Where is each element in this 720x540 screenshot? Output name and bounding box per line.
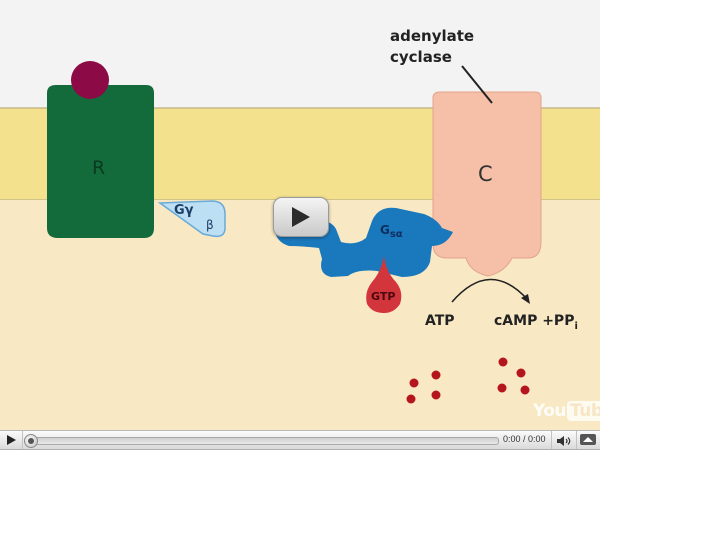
- time-display: 0:00 / 0:00: [503, 434, 546, 444]
- menu-icon: [583, 436, 593, 443]
- play-button[interactable]: [0, 431, 23, 449]
- cyclase-label: C: [478, 162, 493, 186]
- video-frame[interactable]: R Gγ β Gsα GTP C adenylate cyclase ATP c…: [0, 0, 600, 430]
- g-s-alpha-subscript: sα: [390, 229, 403, 240]
- play-overlay-icon: [292, 207, 310, 227]
- camp-subscript: i: [574, 321, 577, 332]
- seek-handle[interactable]: [24, 434, 38, 448]
- cyclase-callout-line1: adenylate: [390, 27, 474, 45]
- atp-label: ATP: [425, 313, 455, 329]
- g-beta-gamma-label: Gγ: [174, 203, 194, 218]
- camp-label: cAMP +PPi: [494, 313, 578, 329]
- volume-icon: [556, 435, 574, 447]
- player-controls: 0:00 / 0:00: [0, 430, 600, 450]
- divider: [551, 431, 552, 449]
- g-s-alpha-label: Gsα: [380, 223, 403, 237]
- watermark-you: You: [533, 401, 566, 421]
- video-player: R Gγ β Gsα GTP C adenylate cyclase ATP c…: [0, 0, 600, 450]
- beta-label: β: [206, 218, 214, 232]
- watermark-tube: Tube: [567, 401, 600, 421]
- receptor-label: R: [92, 157, 105, 179]
- play-icon: [7, 435, 16, 445]
- divider: [576, 431, 577, 449]
- youtube-watermark: YouTube: [533, 401, 600, 421]
- gtp-label: GTP: [371, 290, 395, 303]
- ligand: [71, 61, 109, 99]
- camp-text: cAMP +PP: [494, 313, 574, 329]
- g-s-alpha-main-text: G: [380, 223, 390, 237]
- volume-button[interactable]: [556, 434, 574, 446]
- seek-bar[interactable]: [25, 437, 499, 445]
- play-overlay-button[interactable]: [273, 197, 329, 237]
- cyclase-callout-line2: cyclase: [390, 48, 452, 66]
- menu-button[interactable]: [580, 434, 596, 445]
